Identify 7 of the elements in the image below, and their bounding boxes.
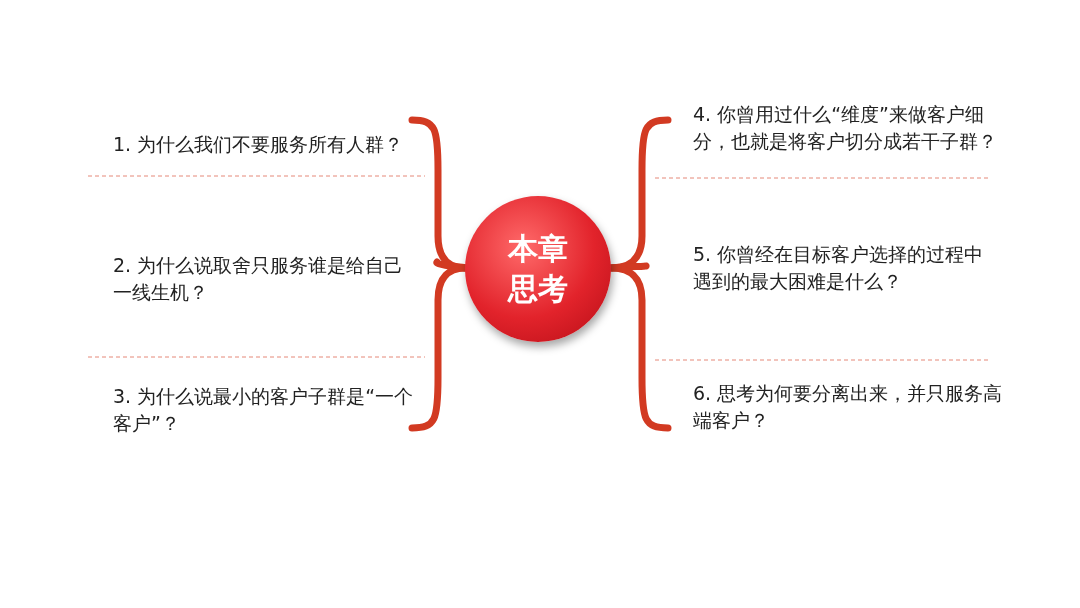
question-text: 6. 思考为何要分离出来，并只服务高端客户？ — [667, 380, 1008, 436]
question-text: 5. 你曾经在目标客户选择的过程中遇到的最大困难是什么？ — [636, 241, 993, 297]
question-text: 1. 为什么我们不要服务所有人群？ — [113, 118, 413, 162]
question-text: 4. 你曾用过什么“维度”来做客户细分，也就是将客户切分成若干子群？ — [667, 101, 1008, 157]
question-text: 3. 为什么说最小的客户子群是“一个客户”？ — [113, 383, 413, 431]
topic-title: 本章思考 — [506, 230, 569, 308]
question-text: 2. 为什么说取舍只服务谁是给自己一线生机？ — [113, 252, 437, 308]
